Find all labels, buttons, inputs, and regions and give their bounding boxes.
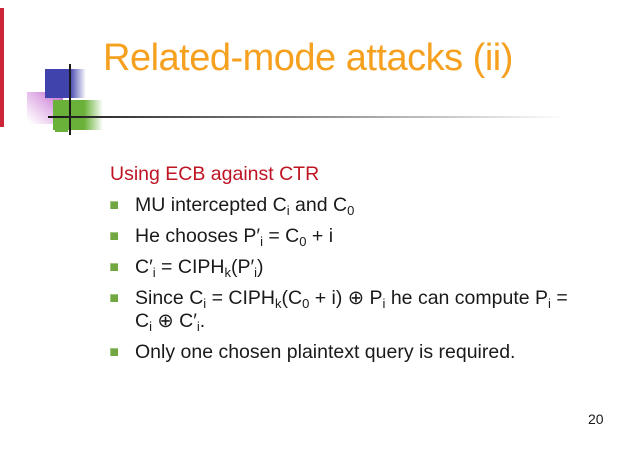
vertical-cross-line (69, 64, 71, 135)
bullet-text: He chooses P′i = C0 + i (135, 225, 334, 249)
green-square-tab-icon (55, 128, 68, 132)
bullet-list: MU intercepted Ci and C0 He chooses P′i =… (108, 194, 613, 364)
slide-body: Using ECB against CTR MU intercepted Ci … (108, 163, 613, 372)
body-heading: Using ECB against CTR (110, 163, 320, 185)
list-item: MU intercepted Ci and C0 (108, 194, 613, 217)
title-divider-rule (48, 116, 638, 118)
bullet-square-icon (110, 348, 118, 356)
bullet-text: Only one chosen plaintext query is requi… (135, 341, 516, 363)
bullet-text: Since Ci = CIPHk(C0 + i) ⊕ Pi he can com… (135, 287, 568, 334)
list-item: He chooses P′i = C0 + i (108, 225, 613, 248)
bullet-square-icon (110, 232, 118, 240)
blue-square-icon (45, 69, 86, 98)
page-number: 20 (588, 411, 604, 427)
bullet-square-icon (110, 294, 118, 302)
bullet-text: MU intercepted Ci and C0 (135, 194, 355, 218)
list-item: C′i = CIPHk(P′i) (108, 256, 613, 279)
bullet-text: C′i = CIPHk(P′i) (135, 256, 264, 280)
red-accent-bar (0, 8, 4, 127)
list-item: Since Ci = CIPHk(C0 + i) ⊕ Pi he can com… (108, 287, 613, 333)
slide-title: Related-mode attacks (ii) (103, 37, 513, 79)
bullet-square-icon (110, 201, 118, 209)
list-item: Only one chosen plaintext query is requi… (108, 341, 613, 364)
green-square-icon (53, 100, 103, 130)
bullet-square-icon (110, 263, 118, 271)
